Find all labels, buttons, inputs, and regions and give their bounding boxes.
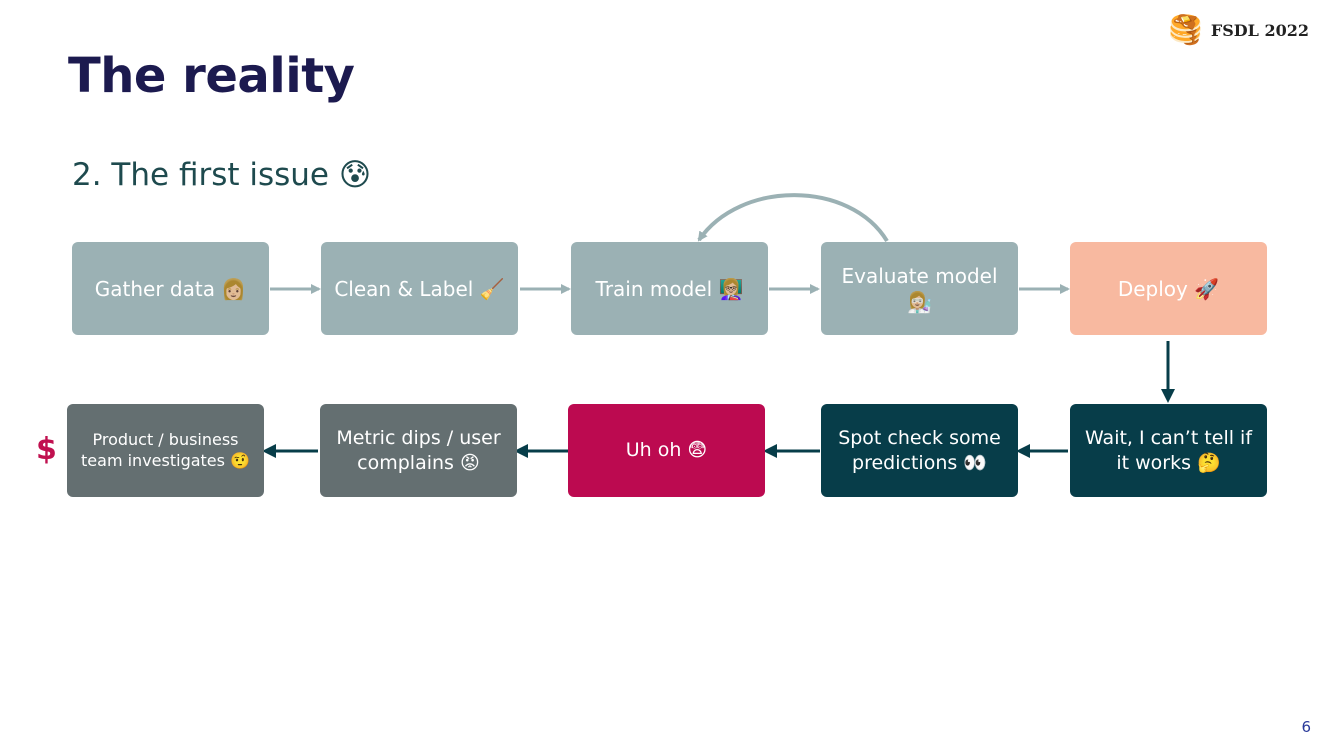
step-label: Gather data 👩🏼 — [94, 276, 247, 301]
step-label: Spot check some predictions 👀 — [838, 426, 1001, 474]
step-uh-oh: Uh oh 😨 — [568, 404, 765, 497]
step-label: Metric dips / user complains 😡 — [336, 426, 501, 474]
step-label: Uh oh 😨 — [625, 439, 708, 462]
step-label: Train model 👩🏼‍🏫 — [595, 276, 744, 301]
step-label: Evaluate model 👩🏼‍🔬 — [841, 263, 998, 314]
step-deploy: Deploy 🚀 — [1070, 242, 1267, 335]
step-label: Deploy 🚀 — [1117, 276, 1220, 301]
slide-title: The reality — [68, 48, 355, 104]
step-wait-cant-tell: Wait, I can’t tell if it works 🤔 — [1070, 404, 1267, 497]
step-label: Wait, I can’t tell if it works 🤔 — [1084, 426, 1253, 474]
step-clean-label: Clean & Label 🧹 — [321, 242, 518, 335]
brand-text: FSDL 2022 — [1210, 20, 1309, 40]
step-metric-dips: Metric dips / user complains 😡 — [320, 404, 517, 497]
arrow-evaluate-loop-back — [697, 193, 889, 243]
slide-subtitle: 2. The first issue 😰 — [72, 157, 372, 193]
step-label: Clean & Label 🧹 — [334, 276, 505, 301]
step-label: Product / business team investigates 🤨 — [81, 429, 250, 470]
step-train-model: Train model 👩🏼‍🏫 — [571, 242, 768, 335]
page-number: 6 — [1301, 718, 1311, 736]
cost-marker: $ — [36, 432, 57, 467]
step-gather-data: Gather data 👩🏼 — [72, 242, 269, 335]
step-spot-check: Spot check some predictions 👀 — [821, 404, 1018, 497]
brand-logo: 🥞 FSDL 2022 — [1168, 16, 1309, 44]
step-product-investigates: Product / business team investigates 🤨 — [67, 404, 264, 497]
step-evaluate-model: Evaluate model 👩🏼‍🔬 — [821, 242, 1018, 335]
pancake-icon: 🥞 — [1167, 13, 1203, 46]
